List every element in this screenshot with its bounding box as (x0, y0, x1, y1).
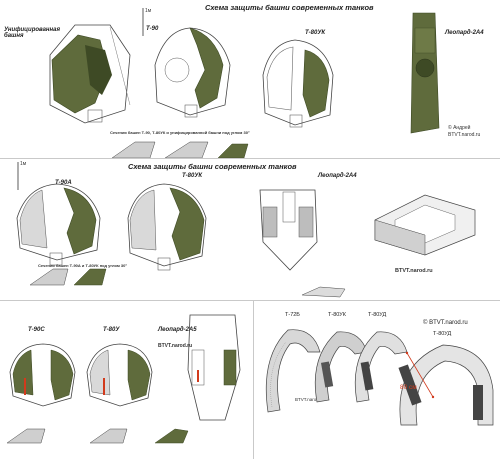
tank-name-t80uk-top: Т-80УК (305, 30, 326, 36)
leopard2a4-mid-turret-diagram (259, 189, 318, 271)
tank-name-t80uk-mid: Т-80УК (182, 173, 203, 179)
middle-scale-bar (17, 162, 19, 190)
tank-name-t80ud-1: Т-80УД (368, 312, 387, 318)
tank-name-t90a: Т-90А (55, 180, 72, 186)
tank-name-leopard-mid: Леопард-2А4 (318, 173, 357, 179)
middle-sections-row (29, 268, 107, 286)
tank-name-t80u: Т-80У (103, 327, 120, 333)
t90a-turret-diagram (16, 183, 101, 266)
t80ud-armor-arc-2 (398, 344, 494, 426)
t80u-turret-diagram (86, 343, 153, 407)
measure-label: 80 см (400, 384, 417, 391)
unified-turret-label: Унифицированная башня (4, 27, 61, 39)
bottom-right-copyright: © BTVT.narod.ru (423, 320, 468, 326)
tank-name-t72b: Т-72Б (285, 312, 300, 318)
top-site: BTVT.narod.ru (448, 132, 481, 138)
tank-name-leopard-top: Леопард-2А4 (445, 30, 484, 36)
middle-site: BTVT.narod.ru (395, 268, 433, 274)
top-panel-title: Схема защиты башни современных танков (205, 3, 374, 12)
scale-bar (142, 8, 144, 36)
scale-label: 1м (145, 8, 152, 14)
divider-3 (253, 300, 254, 459)
middle-panel-caption: Сечения башен Т-90А и Т-80УК под углом 3… (38, 263, 127, 268)
leopard2a5-turret-diagram (187, 314, 241, 421)
t80uk-turret-diagram (262, 39, 334, 128)
t90-turret-diagram (154, 27, 231, 118)
t80uk-mid-turret-diagram (127, 183, 207, 271)
t90s-turret-diagram (9, 343, 76, 407)
tank-name-t80ud-2: Т-80УД (433, 331, 452, 337)
leopard-section-sketch (301, 286, 346, 298)
bottom-right-site: BTVT.narod.ru (295, 397, 325, 402)
bottom-left-sections-row (6, 428, 189, 444)
t72b-armor-arc (265, 329, 321, 413)
tank-name-t90: Т-90 (146, 26, 159, 32)
tank-name-t90s: Т-90С (28, 327, 45, 333)
leopard2a4-turret-diagram (410, 12, 440, 134)
divider-1 (0, 158, 500, 159)
top-copyright: © Андрей (448, 125, 471, 131)
t80ud-armor-arc-1 (354, 331, 408, 403)
tank-name-t80uk-br: Т-80УК (328, 312, 347, 318)
bottom-left-site: BTVT.narod.ru (158, 343, 193, 349)
middle-scale-label: 1м (20, 161, 27, 167)
leopard-iso-diagram (374, 194, 476, 256)
top-panel-caption: Сечения башен Т-90, Т-80УК и унифицирова… (110, 130, 250, 135)
divider-2 (0, 300, 500, 301)
unified-turret-diagram (49, 24, 131, 124)
middle-panel-title: Схема защиты башни современных танков (128, 162, 297, 171)
top-sections-row (111, 141, 249, 159)
tank-name-leopard2a5: Леопард-2А5 (158, 327, 197, 333)
